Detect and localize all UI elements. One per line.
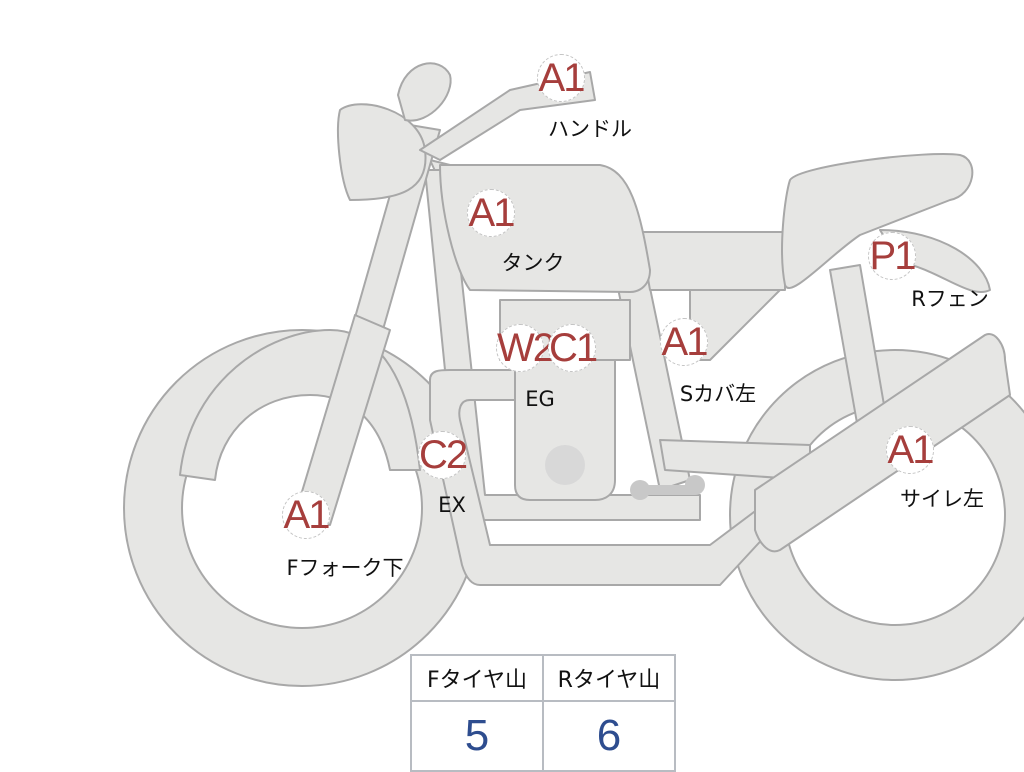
label-engine: EG [525, 387, 555, 411]
grade-badge-engine-w: W2 [496, 324, 555, 372]
front-tire-header: Fタイヤ山 [410, 654, 544, 702]
rear-tire-header: Rタイヤ山 [542, 654, 676, 702]
seat [781, 153, 974, 289]
label-handle: ハンドル [548, 117, 632, 141]
muffler [754, 333, 1011, 553]
label-exhaust: EX [438, 493, 466, 517]
exhaust-pipe [429, 369, 781, 586]
label-tank: タンク [501, 251, 565, 275]
grade-badge-rear-fender: P1 [868, 232, 916, 280]
label-silencer: サイレ左 [900, 487, 984, 511]
grade-badge-exhaust: C2 [418, 431, 468, 479]
label-rear-fender: Rフェン [911, 287, 989, 311]
headlight [337, 103, 427, 201]
rear-tire-value: 6 [542, 700, 676, 772]
tire-tread-table: Fタイヤ山 Rタイヤ山 5 6 [410, 654, 676, 772]
grade-badge-handle: A1 [537, 54, 585, 102]
grade-badge-tank: A1 [467, 189, 515, 237]
grade-badge-engine-c: C1 [548, 324, 598, 372]
label-side-cover: Sカバ左 [679, 382, 757, 406]
grade-badge-side-cover: A1 [660, 318, 708, 366]
grade-badge-front-fork: A1 [282, 491, 330, 539]
grade-badge-silencer: A1 [886, 426, 934, 474]
front-tire-value: 5 [410, 700, 544, 772]
label-front-fork: Fフォーク下 [286, 556, 404, 580]
